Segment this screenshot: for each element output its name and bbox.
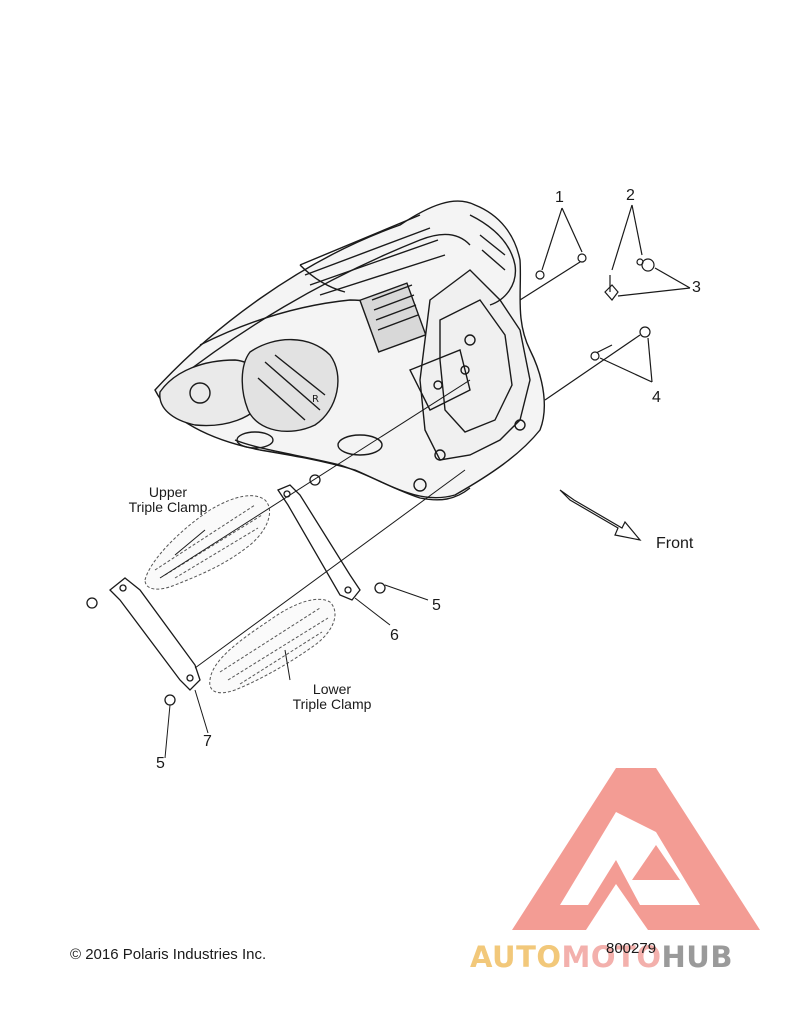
callout-5-lower: 5 — [156, 755, 165, 772]
bracket-leaders — [159, 379, 471, 759]
lower-triple-clamp — [209, 598, 336, 694]
lower-clamp-label-line2: Triple Clamp — [292, 696, 372, 712]
copyright-text: © 2016 Polaris Industries Inc. — [70, 946, 267, 963]
watermark-logo — [512, 768, 760, 930]
watermark-part1: AUTO — [470, 940, 562, 974]
callout-2: 2 — [626, 187, 635, 204]
lower-clamp-label: Lower Triple Clamp — [272, 682, 392, 712]
upper-fasteners — [519, 204, 691, 401]
svg-text:R: R — [312, 394, 319, 405]
front-label: Front — [656, 535, 694, 552]
upper-clamp-label-line1: Upper — [148, 484, 188, 500]
front-arrow — [559, 489, 642, 541]
callout-7: 7 — [203, 733, 212, 750]
callout-4: 4 — [652, 389, 661, 406]
upper-clamp-label: Upper Triple Clamp — [108, 485, 228, 515]
watermark-part3: HUB — [661, 940, 733, 974]
upper-clamp-label-line2: Triple Clamp — [128, 499, 208, 515]
lower-clamp-label-line1: Lower — [312, 681, 352, 697]
callout-3: 3 — [692, 279, 701, 296]
upper-triple-clamp — [144, 495, 270, 590]
watermark-part2: MOTO — [561, 940, 662, 974]
callout-5-upper: 5 — [432, 597, 441, 614]
watermark-text: AUTOMOTOHUB — [470, 940, 733, 974]
callout-6: 6 — [390, 627, 399, 644]
callout-1: 1 — [555, 189, 564, 206]
headlight-housing: R — [154, 200, 545, 501]
part-number: 800279 — [606, 940, 657, 957]
